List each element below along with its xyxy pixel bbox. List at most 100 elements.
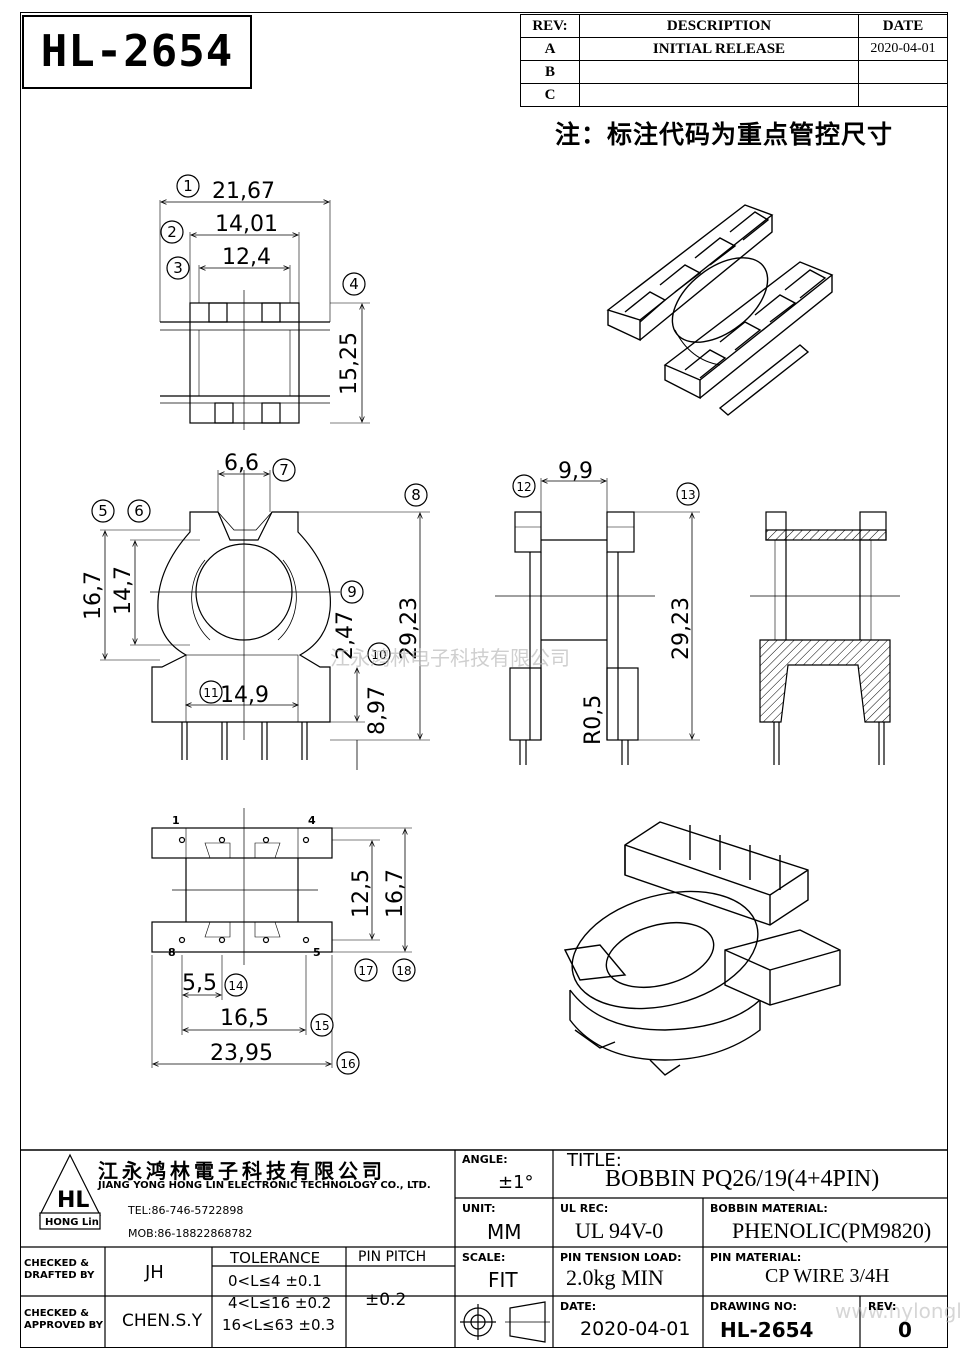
svg-text:14: 14: [228, 979, 243, 993]
callout-5: 5: [91, 499, 115, 523]
checked-approved-label: CHECKED & APPROVED BY: [24, 1308, 103, 1331]
title-block-grid: [20, 1149, 948, 1348]
svg-text:6: 6: [134, 502, 144, 520]
tolerance-row-2: 4<L≤16 ±0.2: [228, 1294, 332, 1312]
isometric-view-bottom: [563, 821, 841, 1076]
bottom-view: [151, 808, 412, 1068]
company-logo: [39, 1153, 101, 1230]
description-cell: [579, 83, 859, 107]
tension-label: PIN TENSION LOAD:: [560, 1251, 682, 1264]
pin-label-4: 4: [308, 814, 316, 827]
dim-15-25: 15,25: [337, 332, 362, 395]
dim-r0-5: R0,5: [581, 695, 606, 745]
dim-16-5: 16,5: [220, 1006, 269, 1031]
date-cell: [858, 83, 948, 107]
dim-29-23-side: 29,23: [669, 597, 694, 660]
dim-5-5: 5,5: [182, 971, 217, 996]
section-view: [750, 511, 900, 765]
watermark-url: www.hylonglin.com.cn: [835, 1299, 960, 1323]
svg-text:7: 7: [279, 461, 289, 479]
drawing-number-title: HL-2654: [22, 15, 252, 89]
ul-label: UL REC:: [560, 1202, 609, 1215]
pin-material-value: CP WIRE 3/4H: [765, 1265, 890, 1287]
dim-21-67: 21,67: [212, 179, 275, 204]
watermark: 江永鸿林电子科技有限公司: [330, 646, 570, 670]
scale-value: FIT: [488, 1268, 518, 1292]
svg-text:8: 8: [411, 486, 421, 504]
svg-text:2: 2: [167, 223, 177, 241]
svg-text:12: 12: [516, 480, 531, 494]
company-tel: TEL:86-746-5722898: [128, 1204, 244, 1217]
logo-text: HL: [57, 1188, 89, 1213]
dim-12-4: 12,4: [222, 245, 271, 270]
callout-12: 12: [512, 474, 536, 498]
callout-7: 7: [272, 458, 296, 482]
dim-6-6: 6,6: [224, 451, 259, 476]
svg-text:15: 15: [314, 1019, 329, 1033]
logo-subtext: HONG Lin: [45, 1217, 99, 1228]
date-cell: 2020-04-01: [858, 37, 948, 61]
tension-value: 2.0kg MIN: [566, 1265, 664, 1290]
svg-text:10: 10: [371, 648, 386, 662]
unit-label: UNIT:: [462, 1202, 496, 1215]
callout-13: 13: [676, 482, 700, 506]
isometric-view-top: [606, 204, 834, 416]
material-label: BOBBIN MATERIAL:: [710, 1202, 828, 1215]
dim-14-01: 14,01: [215, 212, 278, 237]
projection-symbol-icon: [460, 1301, 550, 1343]
callout-10: 10: [367, 642, 391, 666]
callout-3: 3: [166, 256, 190, 280]
svg-text:16: 16: [340, 1057, 355, 1071]
dim-12-5: 12,5: [349, 869, 374, 918]
checked-drafted-value: JH: [145, 1262, 164, 1283]
dim-16-7-bottom: 16,7: [383, 869, 408, 918]
dim-9-9: 9,9: [558, 459, 593, 484]
pin-label-8: 8: [168, 946, 176, 959]
svg-text:13: 13: [680, 488, 695, 502]
company-name-cn: 江永鸿林電子科技有限公司: [98, 1159, 386, 1183]
scale-label: SCALE:: [462, 1251, 506, 1264]
control-dimension-note: 注：标注代码为重点管控尺寸: [555, 120, 894, 149]
callout-4: 4: [342, 272, 366, 296]
svg-text:1: 1: [183, 177, 193, 195]
pin-label-5: 5: [313, 946, 321, 959]
company-mob: MOB:86-18822868782: [128, 1227, 253, 1240]
callout-16: 16: [336, 1051, 360, 1075]
tolerance-label: TOLERANCE: [230, 1249, 321, 1267]
checked-approved-value: CHEN.S.Y: [122, 1311, 203, 1331]
svg-text:9: 9: [347, 583, 357, 601]
ul-value: UL 94V-0: [575, 1218, 664, 1243]
dim-16-7: 16,7: [81, 571, 106, 620]
svg-text:18: 18: [396, 964, 411, 978]
date-header: DATE: [858, 14, 948, 38]
svg-text:3: 3: [173, 259, 183, 277]
date-value: 2020-04-01: [580, 1318, 691, 1340]
pin-pitch-label: PIN PITCH: [358, 1249, 427, 1265]
angle-label: ANGLE:: [462, 1153, 508, 1166]
callout-9: 9: [340, 580, 364, 604]
rev-label: REV:: [868, 1300, 897, 1313]
title-value: BOBBIN PQ26/19(4+4PIN): [605, 1166, 880, 1192]
svg-text:5: 5: [98, 502, 108, 520]
angle-value: ±1°: [498, 1172, 534, 1193]
callout-1: 1: [176, 174, 200, 198]
callout-17: 17: [354, 958, 378, 982]
dim-8-97: 8,97: [365, 686, 390, 735]
dim-29-23: 29,23: [397, 597, 422, 660]
rev-header: REV:: [520, 14, 580, 38]
callout-6: 6: [127, 499, 151, 523]
drawing-border: [20, 12, 948, 1348]
callout-14: 14: [224, 973, 248, 997]
rev-cell: C: [520, 83, 580, 107]
date-cell: [858, 60, 948, 84]
dim-14-9: 14,9: [220, 683, 269, 708]
rev-value: 0: [898, 1318, 912, 1342]
unit-value: MM: [487, 1220, 522, 1244]
dim-14-7: 14,7: [111, 566, 136, 615]
tolerance-row-1: 0<L≤4 ±0.1: [228, 1272, 322, 1290]
company-name-en: JIANG YONG HONG LIN ELECTRONIC TECHNOLOG…: [98, 1180, 431, 1191]
callout-8: 8: [404, 483, 428, 507]
pin-label-1: 1: [172, 814, 180, 827]
drawing-no-value: HL-2654: [720, 1318, 814, 1342]
